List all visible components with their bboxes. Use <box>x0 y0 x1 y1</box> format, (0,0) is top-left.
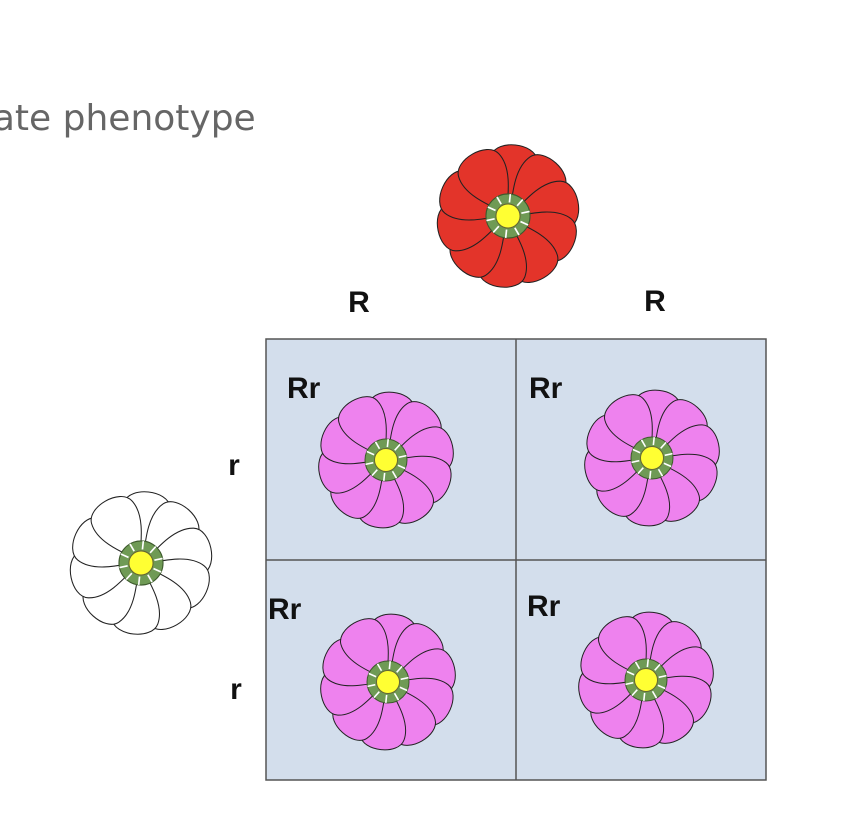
offspring-flower-3 <box>316 611 460 753</box>
offspring-flower-4 <box>574 609 718 751</box>
cell-genotype-label-2: Rr <box>529 372 563 405</box>
offspring-flower-2 <box>580 387 724 529</box>
flower-center <box>376 670 400 694</box>
offspring-flower-1 <box>314 389 458 531</box>
flower-center <box>495 203 521 229</box>
flower-center <box>634 668 658 692</box>
row-allele-label-2: r <box>230 673 242 706</box>
column-allele-label-2: R <box>644 285 666 318</box>
cell-genotype-label-1: Rr <box>287 372 321 405</box>
row-allele-label-1: r <box>228 449 240 482</box>
parent-flower-top <box>432 141 584 291</box>
flower-center <box>128 550 154 576</box>
parent-flower-side <box>65 488 217 638</box>
cell-genotype-label-4: Rr <box>527 590 561 623</box>
flower-center <box>374 448 398 472</box>
page-heading: diate phenotype <box>0 98 256 139</box>
flower-center <box>640 446 664 470</box>
column-allele-label-1: R <box>348 286 370 319</box>
cell-genotype-label-3: Rr <box>268 593 302 626</box>
